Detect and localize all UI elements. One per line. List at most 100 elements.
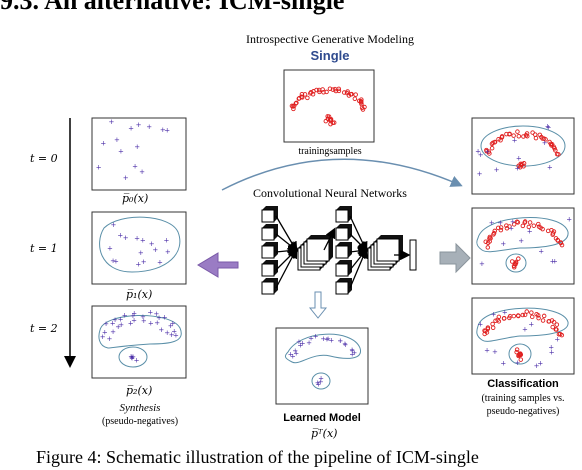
cnn-connection: [275, 247, 298, 289]
positive-point: [511, 133, 516, 138]
negative-point: +: [351, 349, 357, 357]
cnn-connection: [275, 245, 299, 256]
training-samples-label: trainingsamples: [298, 146, 362, 157]
negative-point: +: [170, 319, 176, 327]
negative-point: +: [128, 320, 134, 328]
positive-point: [310, 91, 316, 97]
negative-point: +: [162, 314, 168, 322]
cnn-output: [409, 239, 417, 271]
learned-region-arc: [284, 333, 362, 364]
negative-point: +: [118, 321, 124, 329]
negative-point: +: [173, 332, 179, 340]
positive-point: [536, 315, 541, 321]
positive-point: [543, 137, 548, 142]
cnn-connection: [349, 215, 368, 253]
negative-point: +: [527, 227, 533, 235]
positive-point: [535, 313, 541, 318]
positive-point: [518, 357, 524, 362]
positive-point: [299, 91, 305, 97]
positive-point: [349, 91, 354, 97]
positive-point: [491, 230, 497, 236]
time-label-1: t = 1: [30, 242, 58, 255]
negative-point: +: [502, 308, 508, 316]
time-label-0: t = 0: [30, 152, 58, 165]
positive-point: [336, 86, 342, 92]
positive-point: [490, 321, 495, 327]
positive-point: [522, 312, 528, 318]
negative-point: +: [500, 240, 506, 248]
cnn-connection: [349, 247, 368, 271]
positive-point: [511, 313, 517, 319]
cnn-feature-map: [335, 242, 352, 259]
negative-point: +: [548, 344, 554, 352]
positive-point: [485, 245, 491, 250]
negative-point: +: [128, 125, 134, 133]
dist-label-2: p̅₂(x): [126, 384, 153, 397]
positive-point: [540, 318, 546, 323]
positive-point: [518, 163, 524, 168]
negative-point: +: [288, 350, 294, 358]
positive-point: [487, 234, 493, 240]
positive-point: [531, 223, 537, 228]
positive-point: [522, 220, 527, 225]
cnn-feature-map: [261, 242, 278, 259]
cnn-label: Convolutional Neural Networks: [253, 186, 407, 200]
negative-point: +: [110, 328, 116, 336]
right-arrow: [439, 242, 471, 274]
negative-point: +: [153, 310, 159, 318]
negative-point: +: [131, 309, 137, 317]
negative-point: +: [129, 354, 135, 362]
time-label-2: t = 2: [30, 322, 58, 335]
negative-point: +: [292, 347, 298, 355]
negative-point: +: [135, 261, 141, 269]
positive-point: [305, 95, 310, 101]
negative-point: +: [293, 350, 299, 358]
positive-point: [514, 349, 519, 355]
negative-point: +: [156, 314, 162, 322]
negative-point: +: [497, 219, 503, 227]
negative-point: +: [115, 323, 121, 331]
negative-point: +: [538, 247, 544, 255]
negative-point: +: [113, 258, 119, 266]
class-region-2-arc: [476, 307, 569, 342]
negative-point: +: [123, 234, 129, 242]
cnn-connection: [349, 233, 368, 252]
negative-point: +: [154, 319, 160, 327]
positive-point: [499, 135, 505, 140]
positive-point: [555, 238, 561, 243]
negative-point: +: [315, 381, 321, 389]
positive-point: [302, 92, 308, 97]
positive-point: [529, 310, 534, 315]
negative-point: +: [118, 147, 124, 155]
positive-point: [359, 97, 364, 102]
negative-point: +: [164, 236, 170, 244]
positive-point: [317, 89, 322, 95]
positive-point: [559, 332, 565, 338]
positive-point: [550, 324, 555, 330]
negative-point: +: [510, 218, 516, 226]
negative-point: +: [164, 329, 170, 337]
negative-point: +: [328, 336, 334, 344]
negative-point: +: [522, 325, 528, 333]
negative-point: +: [534, 362, 540, 370]
positive-point: [327, 117, 333, 123]
positive-point: [323, 118, 329, 124]
negative-point: +: [106, 335, 112, 343]
positive-point: [556, 152, 561, 157]
cnn-feature-map: [335, 278, 352, 295]
curved-arrow: [221, 158, 463, 191]
negative-point: +: [131, 316, 137, 324]
positive-point: [540, 226, 545, 232]
negative-point: +: [141, 258, 147, 266]
negative-point: +: [549, 348, 555, 356]
negative-point: +: [546, 124, 552, 132]
negative-point: +: [492, 348, 498, 356]
negative-point: +: [130, 312, 136, 320]
negative-point: +: [515, 359, 521, 367]
negative-point: +: [109, 118, 115, 126]
negative-point: +: [111, 221, 117, 229]
negative-point: +: [484, 346, 490, 354]
classification-sublabel-1: (training samples vs.: [481, 393, 565, 404]
section-heading: 9.3. An alternative: ICM-single: [0, 0, 345, 15]
negative-point: +: [100, 333, 106, 341]
